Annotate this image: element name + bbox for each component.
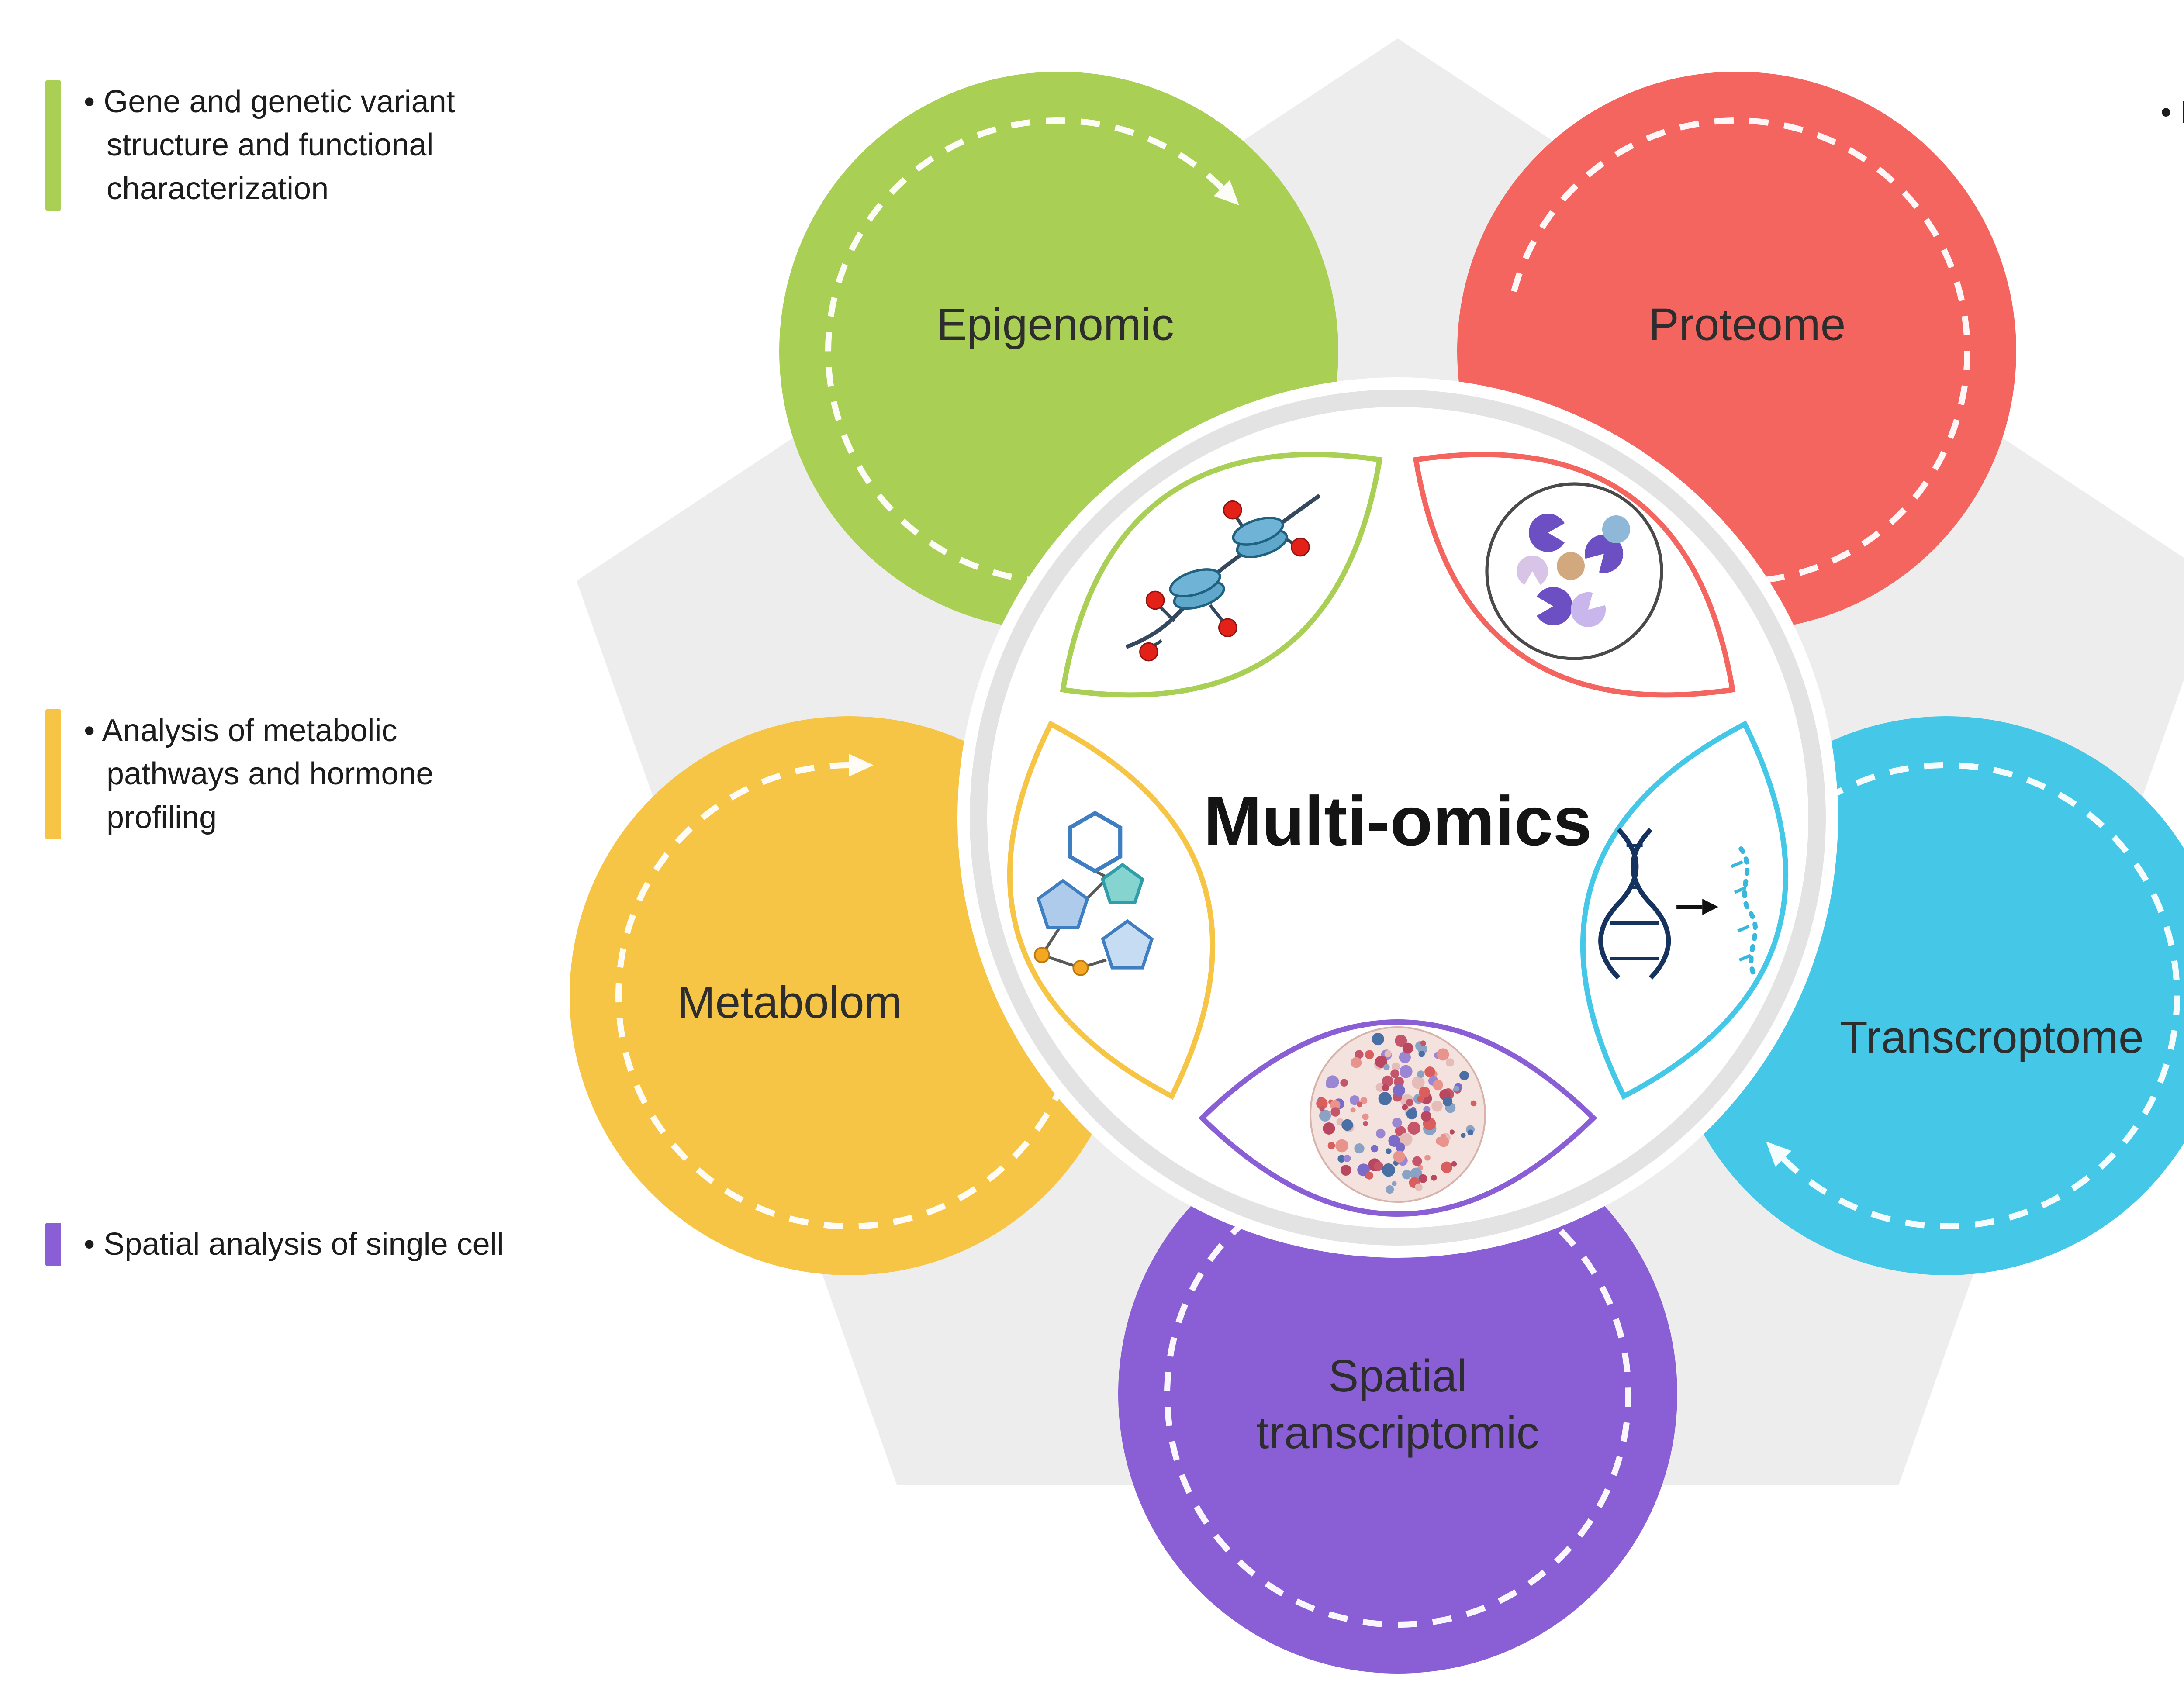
annotation-text-proteome: • Protein identification, PPIs, and thei… bbox=[2132, 91, 2184, 264]
annotation-spatial: • Spatial analysis of single cell bbox=[45, 1223, 535, 1267]
annotation-text-epigenomic: • Gene and genetic variant structure and… bbox=[84, 80, 570, 211]
spatial-tissue-dots bbox=[1316, 1033, 1477, 1194]
petal-epigenomic bbox=[990, 367, 1453, 783]
bullet-item: • Spatial analysis of single cell bbox=[84, 1227, 504, 1262]
annotation-text-metabolome: • Analysis of metabolic pathways and hor… bbox=[84, 709, 517, 839]
dashed-arrow-epigenomic bbox=[825, 117, 1285, 585]
metabolite-molecules-icon bbox=[1033, 811, 1154, 976]
annotation-proteome: • Protein identification, PPIs, and thei… bbox=[2132, 91, 2184, 264]
bullet-item: • Structural and functional proteomic bbox=[2132, 178, 2184, 265]
annotation-bar-spatial bbox=[45, 1223, 61, 1267]
dashed-arrow-metabolome bbox=[615, 754, 1083, 1230]
annotation-bar-metabolome bbox=[45, 709, 61, 840]
annotation-epigenomic: • Gene and genetic variant structure and… bbox=[45, 80, 570, 211]
dna-to-rna-icon bbox=[1598, 828, 1758, 980]
annotation-metabolome: • Analysis of metabolic pathways and hor… bbox=[45, 709, 517, 840]
nucleosome-methylation-icon bbox=[1125, 493, 1321, 662]
petal-transcriptome bbox=[1520, 678, 1849, 1142]
petal-metabolome bbox=[947, 678, 1275, 1142]
annotation-text-spatial: • Spatial analysis of single cell bbox=[84, 1223, 504, 1266]
diagram-title: Multi-omics bbox=[1203, 782, 1592, 860]
label-metabolome: Metabolom bbox=[677, 977, 902, 1028]
bullet-item: • Protein identification, PPIs, and thei… bbox=[2160, 95, 2184, 130]
bullet-item: • Gene and genetic variant structure and… bbox=[84, 84, 455, 206]
tissue-section-icon bbox=[1310, 1026, 1486, 1203]
dashed-arrow-transcriptome bbox=[1721, 762, 2180, 1229]
annotation-bar-epigenomic bbox=[45, 80, 61, 211]
bullet-item: • Analysis of metabolic pathways and hor… bbox=[84, 713, 434, 835]
label-transcriptome: Transcroptome bbox=[1840, 1012, 2144, 1063]
label-proteome: Proteome bbox=[1648, 299, 1846, 350]
label-epigenomic: Epigenomic bbox=[936, 299, 1174, 350]
protein-circle-icon bbox=[1485, 482, 1663, 660]
label-spatial-transcriptomic: Spatial transcriptomic bbox=[1256, 1351, 1539, 1458]
